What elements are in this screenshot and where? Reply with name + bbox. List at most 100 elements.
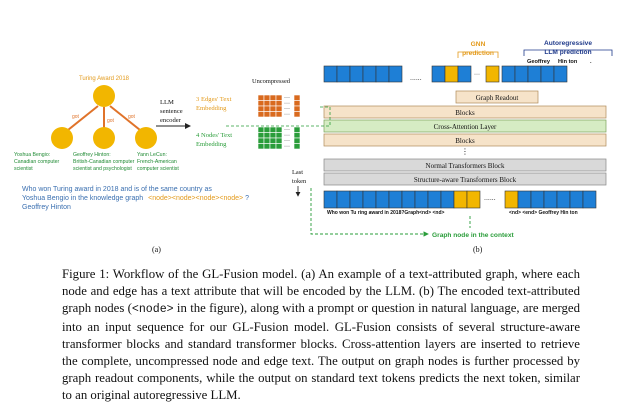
figure-caption: Figure 1: Workflow of the GL-Fusion mode… [62,266,580,405]
layer-ellipsis: ⋮ [461,147,469,156]
input-node-cell [504,190,519,209]
encoder-label: sentence [160,108,183,115]
person-desc: Geoffrey Hinton: [73,152,111,158]
node-embedding-cell [257,126,265,133]
node-embedding-cell [293,132,301,139]
input-ellipsis: ...... [484,195,496,202]
person-desc: Canadian computer [14,159,60,165]
output-token-cell [553,65,568,83]
input-token-labels: <nd> <end> Geoffrey Hin ton [509,210,578,216]
answer-text: Geoffrey Hinton [22,204,71,211]
grid-ellipsis: ··· [284,139,290,145]
panel-a: Turing Award 2018 got got got Yoshua Ben… [14,76,307,254]
panel-a-label: (a) [152,245,161,254]
input-token-cell [349,190,364,209]
cross-attn-connector [320,106,331,127]
output-token-cell [323,65,338,83]
caption-text-1: Figure 1: Workflow of the GL-Fusion mode… [62,267,580,316]
blocks-lower [323,133,607,147]
node-embedding-cell [293,126,301,133]
output-token-cell [375,65,390,83]
input-token-cell [414,190,429,209]
input-token-cell [323,190,338,209]
blocks-lower-label: Blocks [455,137,475,145]
node-embedding-cell [275,132,283,139]
input-token-cell [569,190,584,209]
root-node [93,85,115,107]
structure-aware-label: Structure-aware Transformers Block [414,176,517,184]
node-embedding-cell [293,137,301,144]
edge-embedding-cell [269,111,277,118]
grid-ellipsis: ··· [284,107,290,113]
output-ellipsis-2: ··· [474,72,480,78]
edge-embedding-cell [275,100,283,107]
edge-embedding-cell [275,111,283,118]
edge-embedding-cell [257,100,265,107]
graph-readout-box [455,90,539,104]
encoder-label: encoder [160,117,182,124]
person-node [135,127,157,149]
gnn-prediction-label: prediction [462,50,494,57]
ar-prediction-label: LLM prediction [544,49,591,56]
edge-embedding-cell [263,105,271,112]
output-token: . [590,59,592,65]
input-token-cell [375,190,390,209]
caption-text-2: in the figure), along with a prompt or q… [62,301,580,403]
output-token-cell [540,65,555,83]
grid-ellipsis: ··· [284,128,290,134]
input-token-cell [530,190,545,209]
edge-label: got [107,118,115,124]
node-embedding-cell [263,126,271,133]
blocks-upper [323,105,607,119]
question-line-1: Who won Turing award in 2018 and is of t… [22,186,212,193]
output-token-cell [431,65,446,83]
edge-embedding-cell [275,94,283,101]
output-token: Hin ton [558,59,578,65]
input-token-cell [543,190,558,209]
node-embedding-cell [257,137,265,144]
normal-transformer-label: Normal Transformers Block [426,162,505,170]
panel-b-label: (b) [473,245,483,254]
output-token-cell [388,65,403,83]
edge-embedding-cell [293,105,301,112]
input-token-cell [427,190,442,209]
gnn-prediction-bracket [457,51,499,58]
grid-ellipsis: ··· [284,112,290,118]
output-token-cell [336,65,351,83]
edge-embedding-label: 3 Edges' Text [196,96,232,103]
output-node-cell [485,65,500,83]
output-token-cell [501,65,516,83]
output-ellipsis: ...... [410,75,422,82]
person-node [93,127,115,149]
edge-embedding-cell [293,94,301,101]
node-embedding-cell [257,143,265,150]
node-embedding-cell [257,132,265,139]
uncompressed-label: Uncompressed [252,78,291,85]
edge-embedding-label: Embedding [196,105,227,112]
edge-embedding-cell [293,100,301,107]
node-embedding-cell [263,137,271,144]
blocks-upper-label: Blocks [455,109,475,117]
encoder-label: LLM [160,99,174,106]
node-embedding-cell [263,132,271,139]
person-desc: scientist [14,166,33,172]
input-token-cell [556,190,571,209]
ar-prediction-label: Autoregressive [544,40,592,47]
grid-ellipsis: ··· [284,96,290,102]
edge-label: got [128,114,136,120]
input-token-labels: Who won Tu ring award in 2018?Graph<nd> … [327,210,445,216]
edge-embedding-cell [275,105,283,112]
node-embedding-cell [269,132,277,139]
last-token-label: token [292,178,307,185]
graph-readout-label: Graph Readout [476,94,519,102]
node-embedding-label: 4 Nodes' Text [196,132,232,139]
context-label: Graph node in the context [432,232,514,239]
edge-embedding-cell [257,105,265,112]
node-embedding-cell [275,126,283,133]
person-desc: scientist and psychologist [73,166,132,172]
input-token-cell [336,190,351,209]
input-token-cell [517,190,532,209]
edge-embedding-cell [257,111,265,118]
input-token-cell [401,190,416,209]
edge-embedding-cell [293,111,301,118]
